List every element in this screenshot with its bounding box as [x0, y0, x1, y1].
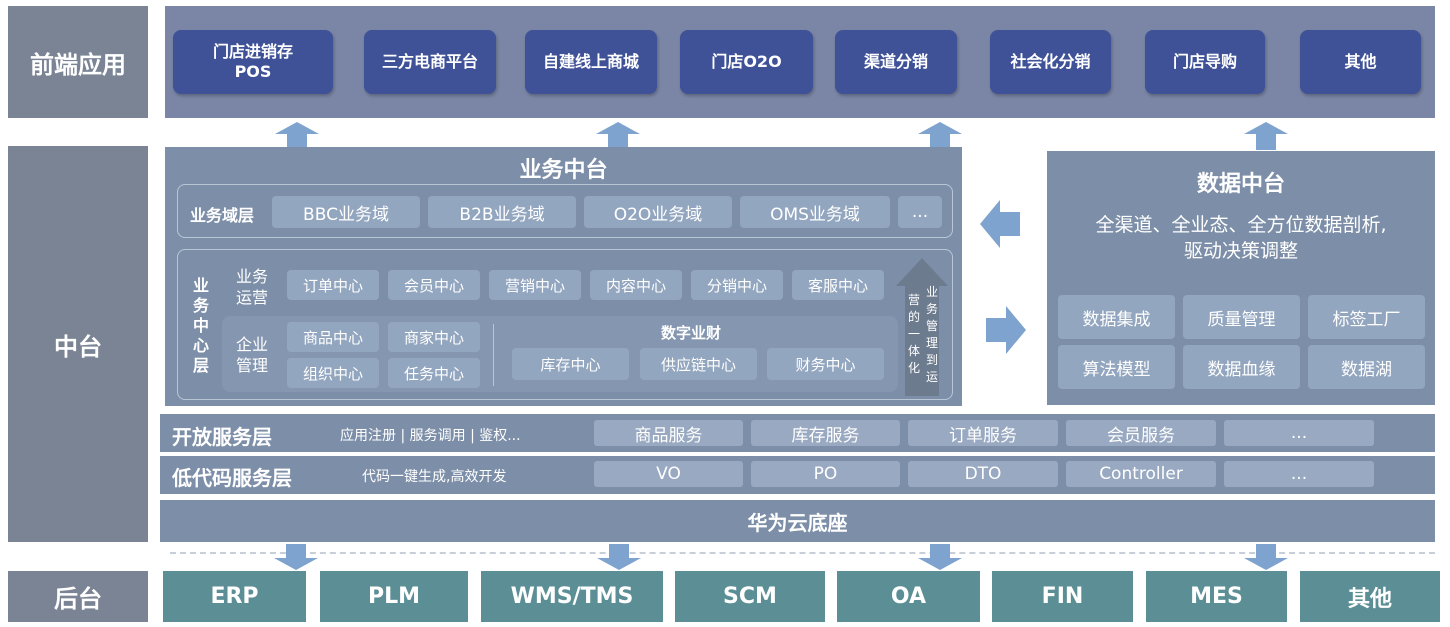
domain-item: BBC业务域	[272, 196, 420, 228]
domain-item: ...	[898, 196, 942, 228]
arrow-right-icon	[986, 306, 1026, 354]
ops-item: 订单中心	[287, 270, 379, 300]
back-system-item: 其他	[1300, 571, 1440, 622]
center-layer-box	[177, 249, 953, 400]
separator-line	[170, 552, 1435, 554]
back-system-item: OA	[837, 571, 980, 622]
open-service-item: 会员服务	[1066, 420, 1216, 446]
front-app-item: 渠道分销	[835, 30, 957, 94]
center-layer-label: 业 务 中 心 层	[192, 276, 209, 375]
open-service-item: 商品服务	[594, 420, 743, 446]
integration-text-col1: 营 的 一 体 化	[907, 293, 920, 375]
domain-layer-box	[177, 184, 953, 238]
lowcode-service-desc: 代码一键生成,高效开发	[362, 469, 507, 485]
back-system-item: SCM	[675, 571, 825, 622]
arrow-up-icon	[1244, 122, 1288, 150]
open-service-item: 库存服务	[751, 420, 900, 446]
row-label-back: 后台	[8, 571, 148, 622]
front-app-item: 门店进销存 POS	[173, 30, 333, 94]
front-app-item: 其他	[1300, 30, 1421, 94]
ops-item: 分销中心	[691, 270, 783, 300]
front-app-item: 社会化分销	[990, 30, 1111, 94]
finance-item: 供应链中心	[640, 348, 757, 380]
back-system-item: ERP	[163, 571, 306, 622]
back-system-item: MES	[1146, 571, 1287, 622]
domain-item: B2B业务域	[428, 196, 576, 228]
arrow-up-icon	[918, 122, 962, 150]
data-item: 标签工厂	[1308, 295, 1425, 339]
data-item: 数据集成	[1058, 295, 1175, 339]
front-app-item: 门店导购	[1145, 30, 1265, 94]
enterprise-item: 任务中心	[388, 358, 480, 388]
business-platform-title: 业务中台	[519, 158, 608, 183]
arrow-up-icon	[596, 122, 640, 150]
arrow-down-icon	[918, 544, 962, 570]
arrow-down-icon	[274, 544, 318, 570]
enterprise-item: 组织中心	[287, 358, 379, 388]
enterprise-divider	[493, 324, 494, 386]
lowcode-service-title: 低代码服务层	[172, 466, 292, 490]
domain-item: O2O业务域	[584, 196, 732, 228]
integration-text-col2: 业 务 管 理 到 运	[925, 285, 938, 384]
ops-item: 营销中心	[489, 270, 581, 300]
enterprise-label: 企业 管理	[235, 335, 268, 375]
front-app-item: 三方电商平台	[364, 30, 496, 94]
data-item: 质量管理	[1183, 295, 1300, 339]
ops-label: 业务 运营	[235, 267, 268, 307]
enterprise-item: 商品中心	[287, 322, 379, 352]
integration-arrow-icon	[896, 258, 948, 396]
open-service-title: 开放服务层	[172, 425, 272, 449]
domain-item: OMS业务域	[740, 196, 890, 228]
cloud-base: 华为云底座	[160, 500, 1435, 542]
front-app-item: 门店O2O	[680, 30, 813, 94]
front-app-item: 自建线上商城	[525, 30, 657, 94]
lowcode-service-item: DTO	[908, 461, 1058, 487]
arrow-left-icon	[980, 200, 1020, 248]
open-service-desc: 应用注册 | 服务调用 | 鉴权...	[340, 428, 521, 444]
data-item: 算法模型	[1058, 345, 1175, 389]
lowcode-service-item: PO	[751, 461, 900, 487]
arrow-down-icon	[597, 544, 641, 570]
ops-item: 内容中心	[590, 270, 682, 300]
finance-item: 财务中心	[767, 348, 884, 380]
row-label-middle: 中台	[8, 146, 148, 542]
ops-item: 客服中心	[792, 270, 884, 300]
ops-item: 会员中心	[388, 270, 480, 300]
lowcode-service-item: VO	[594, 461, 743, 487]
back-system-item: FIN	[992, 571, 1133, 622]
data-item: 数据湖	[1308, 345, 1425, 389]
lowcode-service-item: Controller	[1066, 461, 1216, 487]
open-service-item: ...	[1224, 420, 1374, 446]
back-system-item: PLM	[320, 571, 468, 622]
lowcode-service-item: ...	[1224, 461, 1374, 487]
finance-item: 库存中心	[512, 348, 629, 380]
back-system-item: WMS/TMS	[481, 571, 663, 622]
open-service-item: 订单服务	[908, 420, 1058, 446]
domain-layer-label: 业务域层	[190, 206, 255, 225]
arrow-down-icon	[1244, 544, 1288, 570]
finance-label: 数字业财	[660, 324, 721, 342]
row-label-front: 前端应用	[8, 6, 148, 118]
enterprise-item: 商家中心	[388, 322, 480, 352]
arrow-up-icon	[275, 122, 319, 150]
data-platform-title: 数据中台	[1196, 172, 1285, 197]
data-item: 数据血缘	[1183, 345, 1300, 389]
data-platform-desc: 全渠道、全业态、全方位数据剖析, 驱动决策调整	[1095, 214, 1387, 262]
